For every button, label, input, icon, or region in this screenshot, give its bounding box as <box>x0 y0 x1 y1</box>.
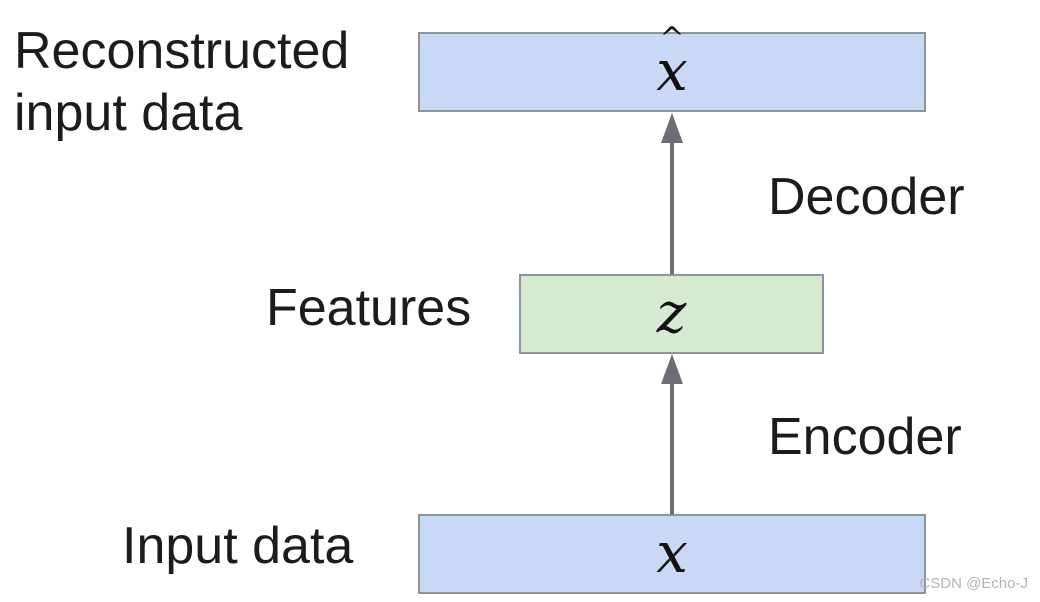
watermark-text: CSDN @Echo-J <box>919 575 1028 592</box>
reconstructed-input-label: Reconstructed input data <box>14 22 350 142</box>
features-box: z <box>519 274 824 354</box>
decoder-label: Decoder <box>768 168 965 226</box>
x-symbol: x <box>656 521 688 586</box>
encoder-label: Encoder <box>768 408 962 466</box>
input-data-box: x <box>418 514 926 594</box>
encoder-arrow <box>661 354 683 514</box>
x-hat-variable: x <box>656 39 688 104</box>
input-data-label: Input data <box>122 517 354 575</box>
x-hat-symbol: x ^ <box>656 24 688 100</box>
features-label: Features <box>266 279 472 337</box>
hat-accent: ^ <box>659 21 685 56</box>
z-symbol: z <box>656 281 687 346</box>
reconstructed-output-box: x ^ <box>418 24 926 112</box>
decoder-arrow <box>661 113 683 274</box>
